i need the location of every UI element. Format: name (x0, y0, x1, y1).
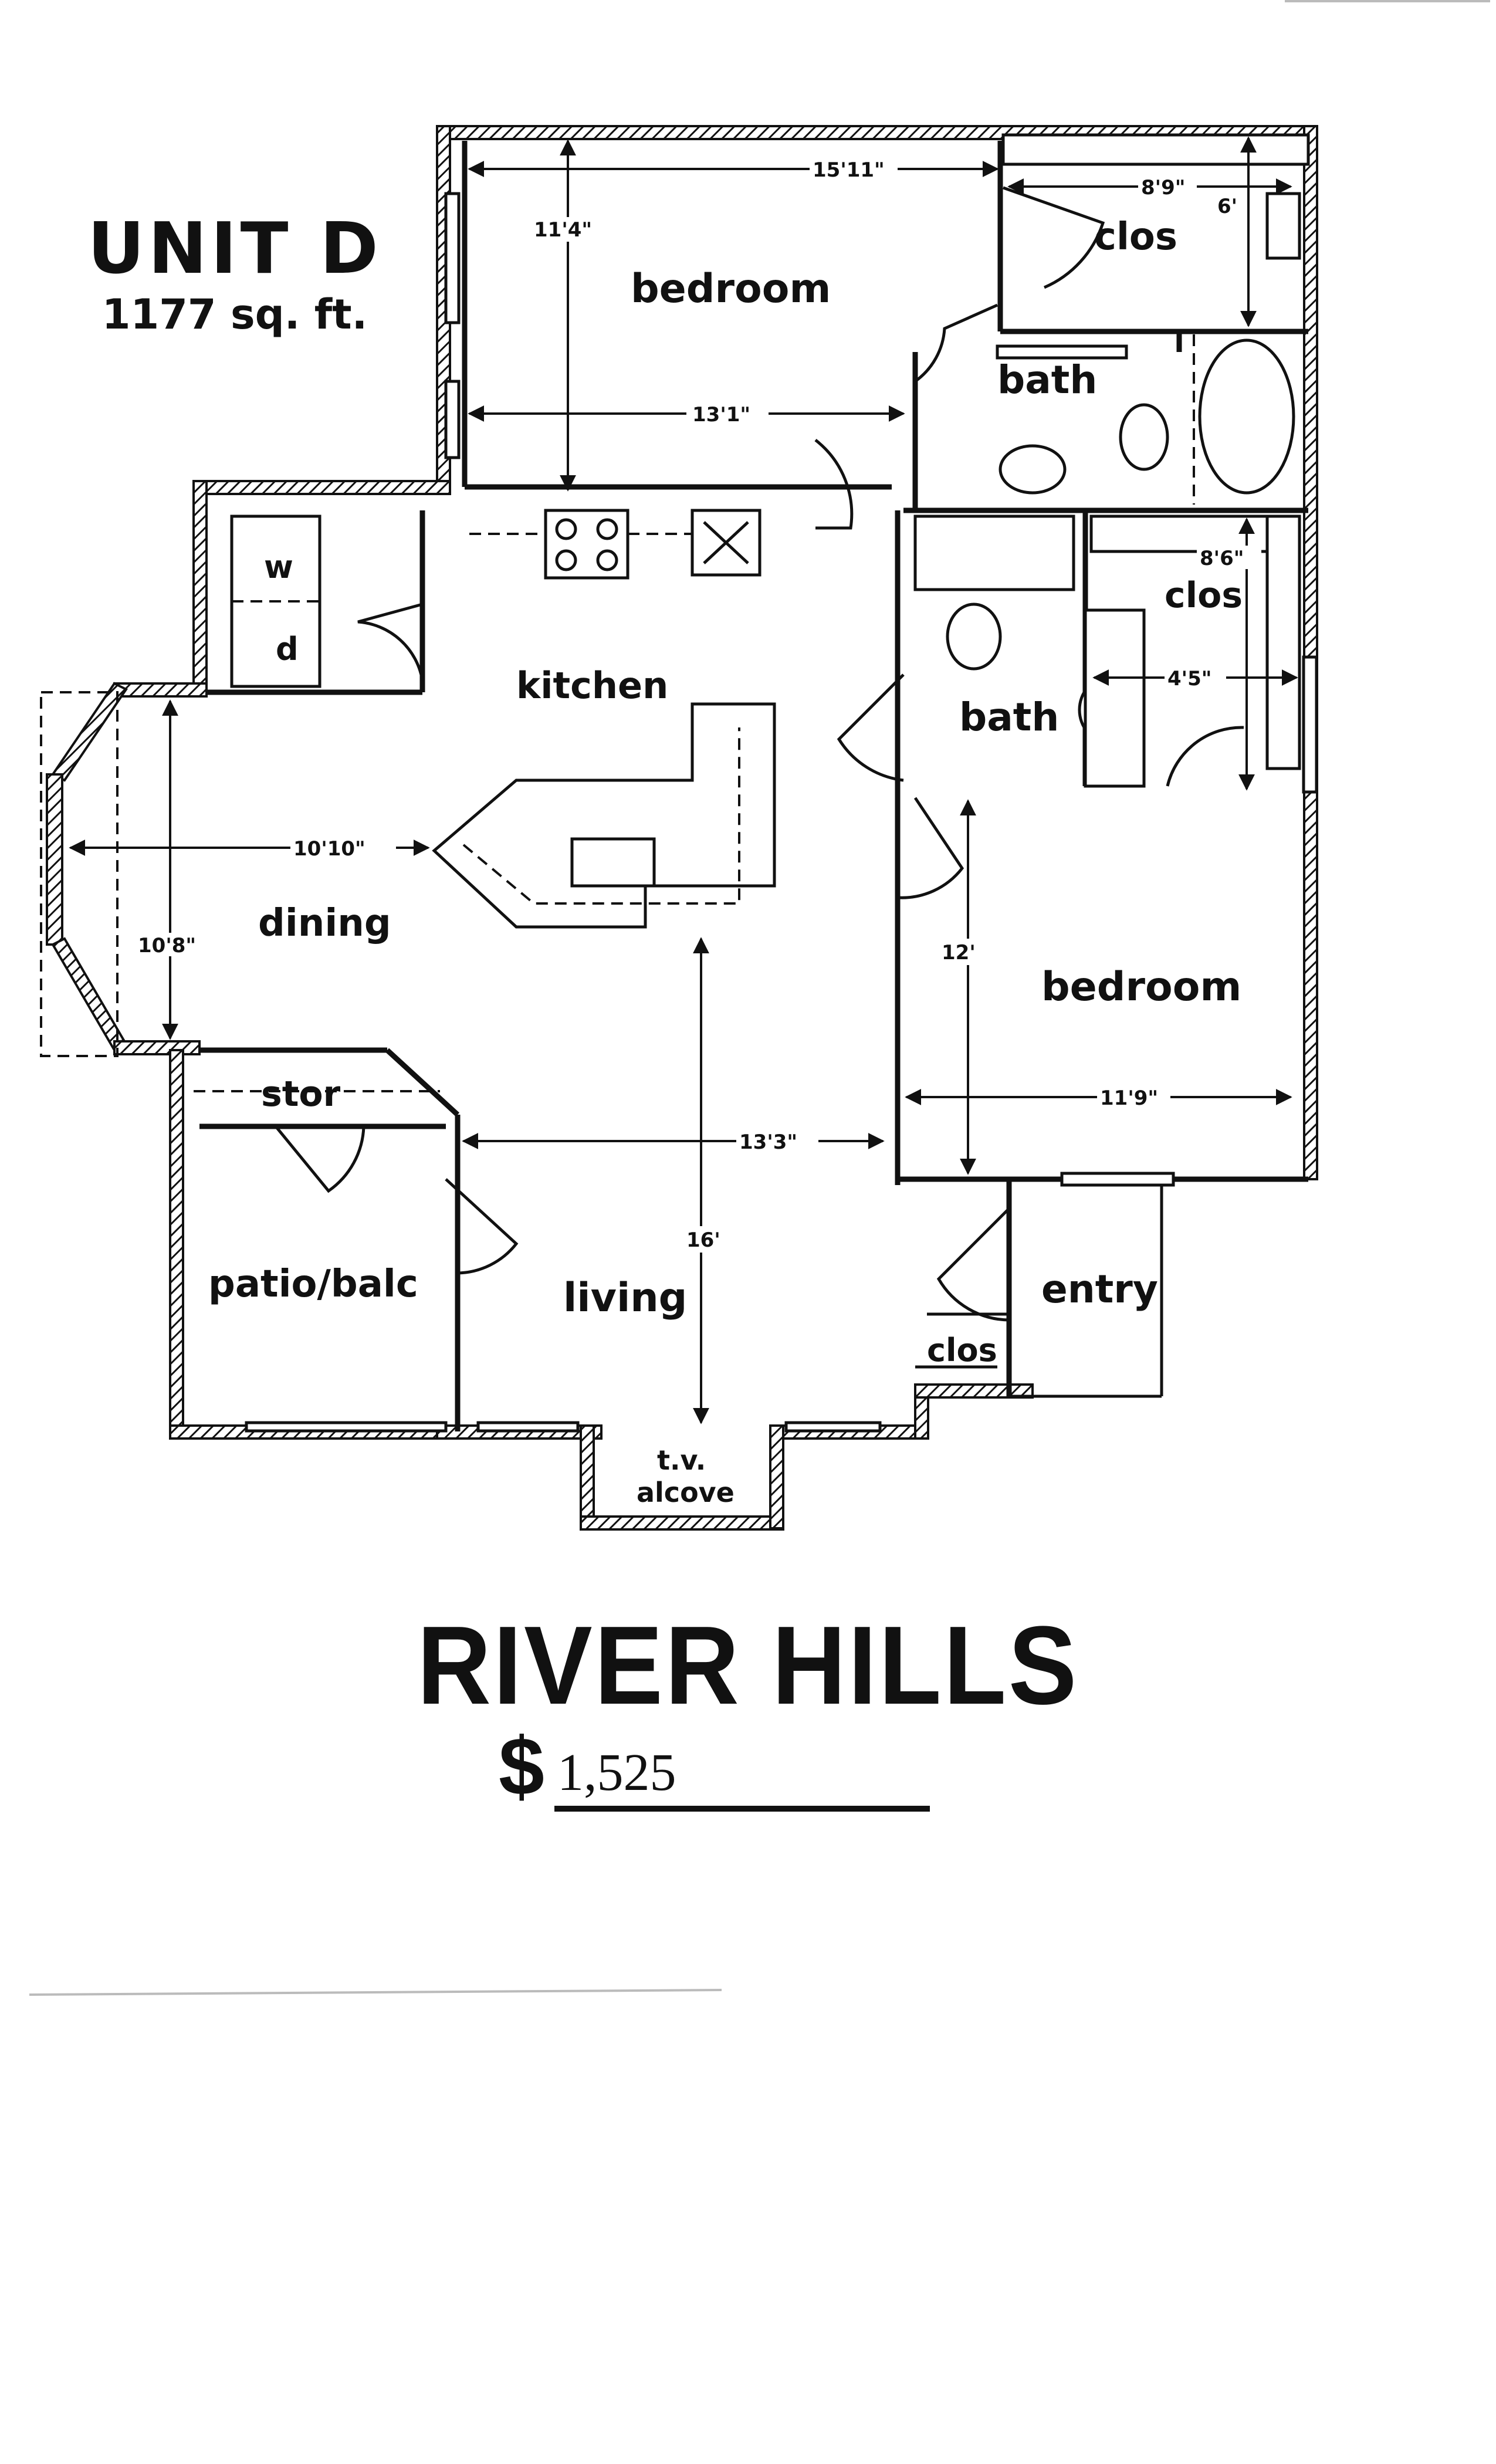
label-tv-alcove-1: t.v. (657, 1444, 706, 1476)
label-dryer: d (276, 631, 299, 668)
label-second-bedroom: bedroom (1041, 964, 1241, 1010)
label-master-closet: clos (1094, 215, 1177, 259)
dim-master-width: 15'11" (813, 158, 885, 182)
stove (544, 509, 629, 580)
dim-second-bedroom-width: 11'9" (1100, 1087, 1158, 1110)
label-patio: patio/balc (208, 1263, 418, 1306)
doors (275, 186, 1244, 1322)
dim-master-closet-depth: 6' (1217, 195, 1237, 218)
dim-master-closet-width: 8'9" (1141, 176, 1185, 199)
label-dining: dining (258, 902, 391, 945)
scan-edge-bottom (29, 1989, 722, 1996)
label-living: living (563, 1275, 687, 1321)
label-master-bedroom: bedroom (631, 266, 831, 312)
dim-second-closet-depth: 8'6" (1200, 547, 1244, 570)
dim-second-closet-width: 4'5" (1167, 667, 1211, 691)
label-master-bath: bath (997, 357, 1097, 402)
price-row: $ 1,525 (499, 1719, 968, 1825)
label-washer: w (264, 549, 293, 585)
master-tub (1198, 339, 1295, 495)
exterior-walls (46, 125, 1318, 1531)
dim-dining-width: 10'10" (293, 837, 365, 861)
room-labels: bedroom clos bath kitchen w d dining bat… (208, 215, 1243, 1508)
price-value: 1,525 (557, 1744, 676, 1802)
dim-dining-depth: 10'8" (138, 934, 196, 957)
windows (245, 192, 1318, 1433)
label-hall-bath: bath (959, 695, 1059, 740)
bay-outline (40, 691, 119, 1057)
hall-tub (913, 515, 1075, 591)
label-tv-alcove-2: alcove (637, 1477, 735, 1508)
label-kitchen: kitchen (516, 664, 668, 707)
dim-living-width: 13'3" (739, 1131, 797, 1154)
dim-second-bedroom-depth: 12' (942, 941, 976, 964)
dim-master-inner-width: 13'1" (692, 403, 750, 427)
label-entry: entry (1041, 1267, 1158, 1312)
master-toilet (1119, 403, 1169, 471)
dim-master-depth: 11'4" (534, 218, 592, 242)
unit-name: UNIT D (87, 208, 382, 290)
price-underline (554, 1806, 930, 1812)
kitchen-fixtures (230, 509, 776, 929)
label-entry-closet: clos (927, 1332, 997, 1369)
label-second-closet: clos (1165, 575, 1243, 616)
unit-title-block: UNIT D 1177 sq. ft. (59, 214, 411, 339)
kitchen-sink (570, 837, 656, 888)
property-name: RIVER HILLS (417, 1603, 1079, 1728)
unit-area: 1177 sq. ft. (101, 290, 368, 339)
dim-living-depth: 16' (686, 1228, 720, 1252)
dimension-labels: 15'11" 11'4" 13'1" 8'9" 6' 10'10" 10'8" … (135, 157, 1261, 1253)
price-symbol: $ (499, 1720, 544, 1812)
label-storage: stor (261, 1074, 341, 1115)
